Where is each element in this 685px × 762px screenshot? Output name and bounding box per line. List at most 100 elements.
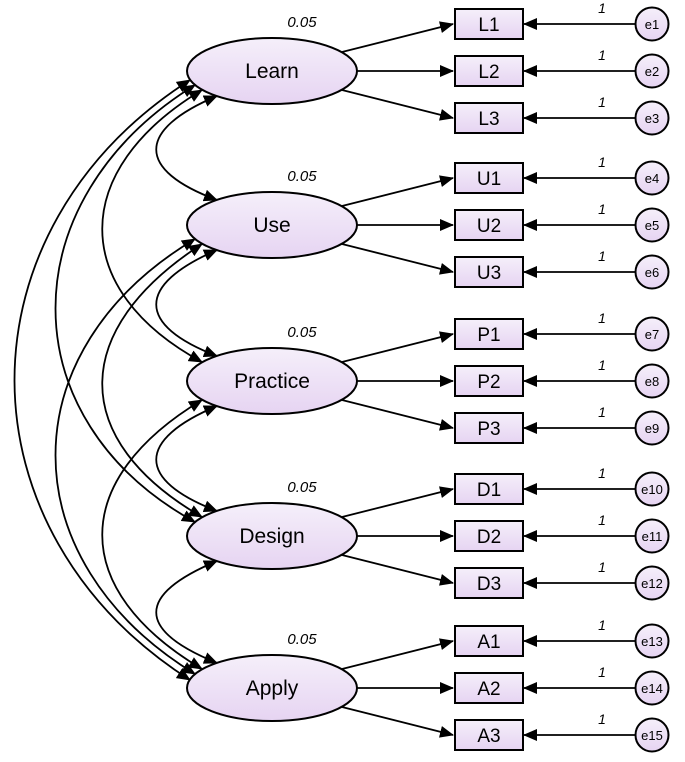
error-circle-e6	[634, 254, 670, 290]
indicator-box-a2	[454, 672, 524, 704]
error-label-e6: e6	[645, 265, 659, 280]
loading-arrow-use-u3	[341, 243, 454, 275]
loading-value-label: 1	[598, 617, 606, 633]
error-label-e14: e14	[641, 681, 663, 696]
indicator-box-l3	[454, 102, 524, 134]
error-circle-e8	[634, 363, 670, 399]
loading-arrow-practice-p3	[341, 399, 454, 431]
covariance-learn-design	[54, 84, 196, 523]
loading-value-label: 1	[598, 310, 606, 326]
indicator-label-a1: A1	[477, 632, 500, 653]
indicator-box-p2	[454, 365, 524, 397]
error-label-e3: e3	[645, 111, 659, 126]
loading-value-label: 1	[598, 0, 606, 16]
error-label-e2: e2	[645, 64, 659, 79]
indicator-label-l1: L1	[478, 15, 499, 36]
indicator-box-l1	[454, 8, 524, 40]
variance-label-use: 0.05	[287, 168, 317, 185]
loading-arrow-learn-l1	[341, 21, 454, 53]
error-circle-e11	[634, 518, 670, 554]
indicator-label-d2: D2	[477, 527, 501, 548]
loading-value-label: 1	[598, 465, 606, 481]
loading-value-label: 1	[598, 357, 606, 373]
indicator-label-u1: U1	[477, 169, 501, 190]
error-label-e7: e7	[645, 327, 659, 342]
error-circle-e15	[634, 717, 670, 753]
error-circle-e14	[634, 670, 670, 706]
loading-arrow-apply-a3	[341, 706, 454, 738]
error-circle-e10	[634, 471, 670, 507]
indicator-box-l2	[454, 55, 524, 87]
covariance-use-design	[101, 243, 203, 518]
latent-label-learn: Learn	[245, 60, 299, 83]
error-circle-e4	[634, 160, 670, 196]
indicator-label-u2: U2	[477, 216, 501, 237]
indicator-box-p3	[454, 412, 524, 444]
loading-arrow-use-u1	[341, 175, 454, 207]
latent-ellipse-apply	[186, 654, 358, 722]
error-circle-e13	[634, 623, 670, 659]
error-label-e5: e5	[645, 218, 659, 233]
covariance-learn-apply	[13, 79, 191, 681]
error-label-e12: e12	[641, 576, 663, 591]
error-circle-e2	[634, 53, 670, 89]
variance-label-apply: 0.05	[287, 631, 317, 648]
loading-arrow-practice-p1	[341, 331, 454, 363]
covariance-learn-use	[155, 95, 218, 202]
loading-value-label: 1	[598, 154, 606, 170]
latent-ellipse-learn	[186, 37, 358, 105]
indicator-label-a2: A2	[477, 679, 500, 700]
latent-label-design: Design	[239, 525, 304, 548]
latent-ellipse-practice	[186, 347, 358, 415]
covariance-practice-design	[155, 405, 218, 512]
loading-value-label: 1	[598, 512, 606, 528]
indicator-label-p3: P3	[477, 419, 500, 440]
variance-label-learn: 0.05	[287, 14, 317, 31]
error-circle-e12	[634, 565, 670, 601]
indicator-label-u3: U3	[477, 263, 501, 284]
latent-label-use: Use	[253, 214, 290, 237]
indicator-box-u1	[454, 162, 524, 194]
error-label-e13: e13	[641, 634, 663, 649]
indicator-box-u3	[454, 256, 524, 288]
error-label-e1: e1	[645, 17, 659, 32]
error-label-e4: e4	[645, 171, 659, 186]
latent-ellipse-use	[186, 191, 358, 259]
indicator-box-d1	[454, 473, 524, 505]
error-label-e9: e9	[645, 421, 659, 436]
error-circle-e1	[634, 6, 670, 42]
error-circle-e5	[634, 207, 670, 243]
error-label-e15: e15	[641, 728, 663, 743]
covariance-learn-practice	[101, 89, 203, 363]
variance-label-practice: 0.05	[287, 324, 317, 341]
loading-value-label: 1	[598, 248, 606, 264]
loading-value-label: 1	[598, 404, 606, 420]
loading-arrow-design-d1	[341, 486, 454, 518]
covariance-design-apply	[155, 560, 218, 664]
error-circle-e3	[634, 100, 670, 136]
error-circle-e9	[634, 410, 670, 446]
loading-value-label: 1	[598, 559, 606, 575]
error-label-e8: e8	[645, 374, 659, 389]
loading-arrow-learn-l3	[341, 89, 454, 121]
loading-value-label: 1	[598, 47, 606, 63]
loading-arrow-apply-a1	[341, 638, 454, 670]
error-circle-e7	[634, 316, 670, 352]
loading-arrow-design-d3	[341, 554, 454, 586]
loading-value-label: 1	[598, 94, 606, 110]
indicator-box-a1	[454, 625, 524, 657]
indicator-label-l3: L3	[478, 109, 499, 130]
covariance-practice-apply	[101, 399, 203, 670]
indicator-label-l2: L2	[478, 62, 499, 83]
covariance-use-apply	[54, 238, 196, 675]
indicator-label-d3: D3	[477, 574, 501, 595]
latent-label-apply: Apply	[246, 677, 299, 700]
indicator-label-p2: P2	[477, 372, 500, 393]
latent-label-practice: Practice	[234, 370, 310, 393]
loading-value-label: 1	[598, 201, 606, 217]
covariance-use-practice	[155, 249, 218, 357]
error-label-e11: e11	[642, 529, 663, 544]
indicator-box-a3	[454, 719, 524, 751]
